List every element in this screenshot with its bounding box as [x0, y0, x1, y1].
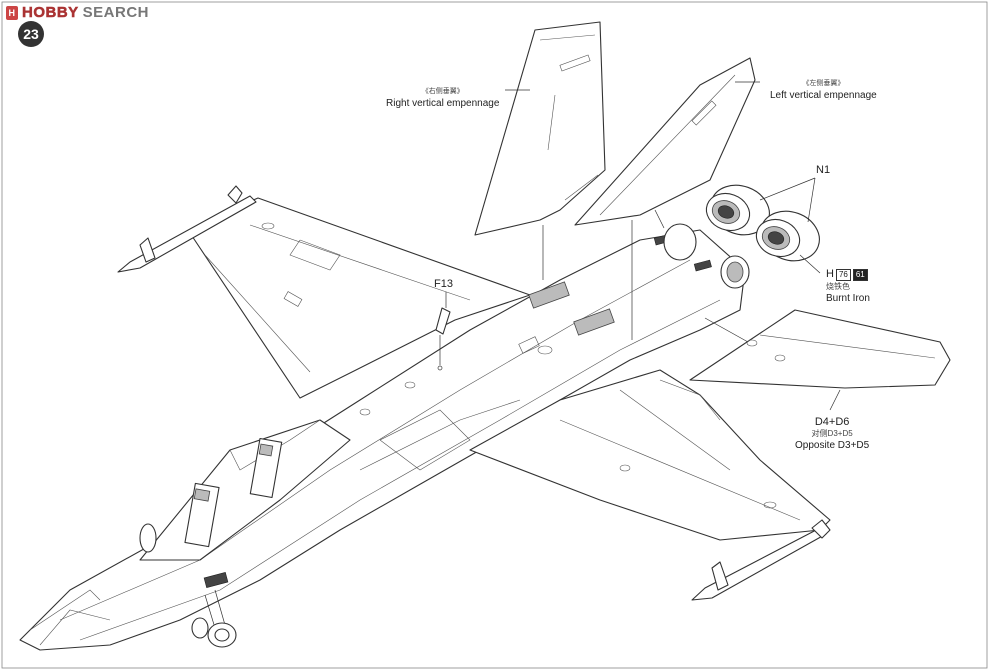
leader-n1-a — [759, 177, 816, 201]
antenna-part-number: F13 — [434, 278, 453, 290]
nose — [29, 571, 229, 646]
color-code-box-dark: 61 — [852, 269, 868, 281]
nozzle-part-number: N1 — [816, 164, 831, 176]
stabilizer-label-en: Opposite D3+D5 — [795, 440, 870, 451]
left-wing — [469, 369, 831, 541]
step-number-badge: 23 — [18, 21, 44, 47]
hobby-search-logo: H HOBBY SEARCH — [6, 4, 149, 21]
left-fin-label-cn: 《左侧垂翼》 — [802, 80, 845, 87]
antenna-f13 — [435, 292, 451, 371]
intake-vents — [528, 233, 712, 336]
nozzle-color-cn: 烧铁色 — [826, 282, 850, 291]
horizontal-stabilizer — [689, 309, 951, 389]
leader-nozzle-color — [799, 254, 821, 274]
stabilizer-part-number: D4+D6 — [814, 416, 850, 428]
color-prefix: H — [826, 268, 834, 280]
left-missile — [691, 519, 831, 601]
stabilizer-label-cn: 对侧D3+D5 — [811, 429, 853, 438]
engine-nozzle-lower — [755, 210, 820, 262]
right-missile — [117, 185, 257, 273]
logo-mark-icon: H — [6, 5, 18, 20]
stabilizer-callout: D4+D6 对侧D3+D5 Opposite D3+D5 — [795, 416, 869, 452]
engine-nozzle-upper — [705, 184, 770, 236]
left-fin-label-en: Left vertical empennage — [770, 90, 877, 101]
engine-exhaust-fuselage — [663, 223, 750, 289]
nozzle-color-en: Burnt Iron — [826, 293, 870, 304]
right-vertical-fin — [474, 21, 606, 280]
leader-stabilizer — [829, 389, 841, 411]
cockpit — [139, 419, 351, 561]
left-fin-callout: 《左侧垂翼》 Left vertical empennage — [770, 78, 877, 102]
color-code-box: 76 — [835, 269, 851, 281]
leader-n1-b — [807, 177, 816, 223]
logo-search: SEARCH — [82, 4, 150, 21]
left-vertical-fin — [574, 57, 756, 340]
right-fin-label-cn: 《右侧垂翼》 — [421, 88, 464, 95]
landing-gear — [191, 589, 237, 648]
right-fin-label-en: Right vertical empennage — [386, 98, 500, 109]
logo-brand: HOBBY — [22, 4, 79, 22]
right-wing — [191, 197, 531, 399]
right-fin-callout: 《右侧垂翼》 Right vertical empennage — [386, 86, 499, 110]
